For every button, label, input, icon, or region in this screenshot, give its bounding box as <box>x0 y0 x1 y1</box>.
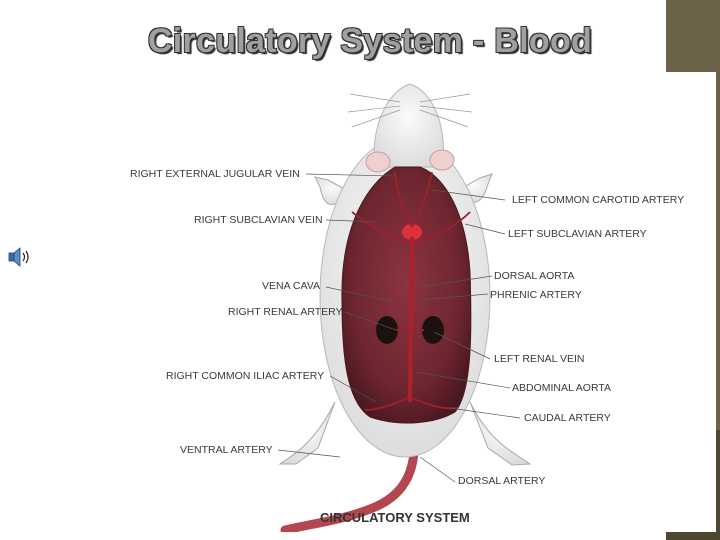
heart <box>402 224 422 240</box>
leader-lines <box>277 173 521 483</box>
label-phrenic-artery: PHRENIC ARTERY <box>490 289 582 301</box>
label-left-common-carotid-artery: LEFT COMMON CAROTID ARTERY <box>512 194 685 206</box>
rat-head <box>373 83 444 168</box>
label-right-common-iliac-artery: RIGHT COMMON ILIAC ARTERY <box>166 370 325 382</box>
figure-caption: CIRCULATORY SYSTEM <box>320 510 470 525</box>
aorta-vessel <box>408 236 414 403</box>
label-right-renal-artery: RIGHT RENAL ARTERY <box>228 306 343 318</box>
rat-hind-leg-left <box>278 401 336 465</box>
rat-anatomy-figure: RIGHT EXTERNAL JUGULAR VEIN RIGHT SUBCLA… <box>120 72 716 532</box>
rat-ear-right <box>429 149 455 171</box>
label-left-subclavian-artery: LEFT SUBCLAVIAN ARTERY <box>508 228 647 240</box>
kidney-left <box>422 316 444 344</box>
label-ventral-artery: VENTRAL ARTERY <box>180 444 273 456</box>
speaker-icon[interactable] <box>6 246 32 268</box>
label-abdominal-aorta: ABDOMINAL AORTA <box>512 382 611 394</box>
label-caudal-artery: CAUDAL ARTERY <box>524 412 611 424</box>
branch-vessels <box>351 171 471 411</box>
rat-illustration <box>277 83 532 532</box>
label-right-external-jugular-vein: RIGHT EXTERNAL JUGULAR VEIN <box>130 168 300 180</box>
rat-ear-left <box>365 151 391 173</box>
rat-whiskers <box>347 93 473 128</box>
label-right-subclavian-vein: RIGHT SUBCLAVIAN VEIN <box>194 214 323 226</box>
label-left-renal-vein: LEFT RENAL VEIN <box>494 353 585 365</box>
kidney-right <box>376 316 398 344</box>
label-vena-cava: VENA CAVA <box>262 280 320 292</box>
label-dorsal-artery: DORSAL ARTERY <box>458 475 546 487</box>
label-dorsal-aorta: DORSAL AORTA <box>494 270 575 282</box>
slide-title: Circulatory System - Blood <box>147 22 593 60</box>
rat-hind-leg-right <box>469 401 532 466</box>
body-cavity <box>341 166 472 424</box>
